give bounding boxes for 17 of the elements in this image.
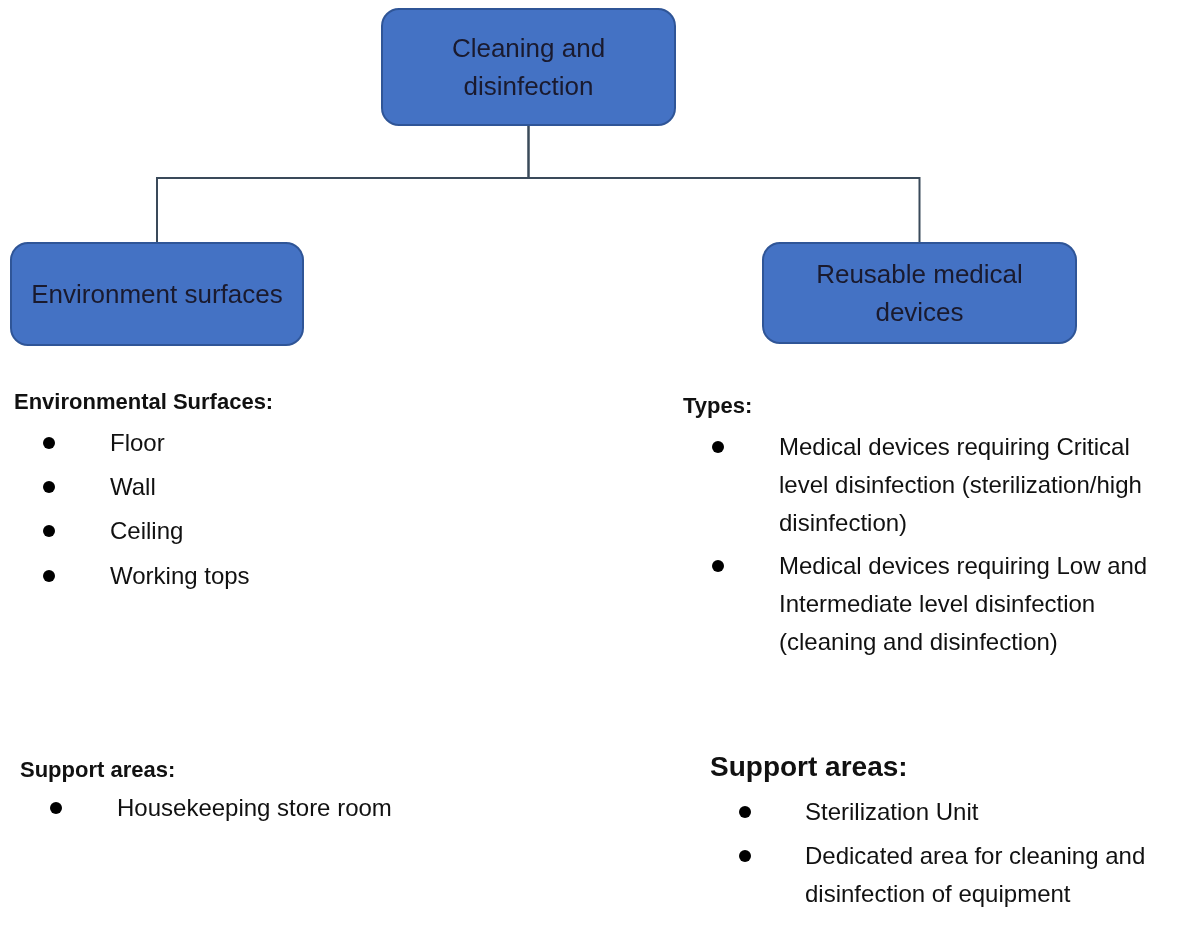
connector-line xyxy=(527,125,921,243)
process-box: Environment surfaces xyxy=(10,242,304,346)
list-item-text: Housekeeping store room xyxy=(117,793,392,823)
process-box: Reusable medical devices xyxy=(762,242,1077,344)
section-heading: Environmental Surfaces: xyxy=(14,388,274,416)
list-item-text: Ceiling xyxy=(110,516,184,546)
list-item-text: Working tops xyxy=(110,561,250,591)
list-item-text: Medical devices requiring Critical level disinfection (sterilization/high disinfection) xyxy=(779,432,1143,538)
list-item-text: Sterilization Unit xyxy=(805,797,979,827)
list-item-text: Medical devices requiring Low and Intermediate level disinfection (cleaning and disinfection) xyxy=(779,551,1149,657)
section-heading: Support areas: xyxy=(20,756,176,784)
list-item-text: Dedicated area for cleaning and disinfection of equipment xyxy=(805,841,1147,909)
process-box: Cleaning and disinfection xyxy=(381,8,676,126)
list-item-text: Wall xyxy=(110,472,156,502)
section-heading: Types: xyxy=(683,392,753,420)
section-heading: Support areas: xyxy=(710,750,908,784)
list-item-text: Floor xyxy=(110,428,165,458)
